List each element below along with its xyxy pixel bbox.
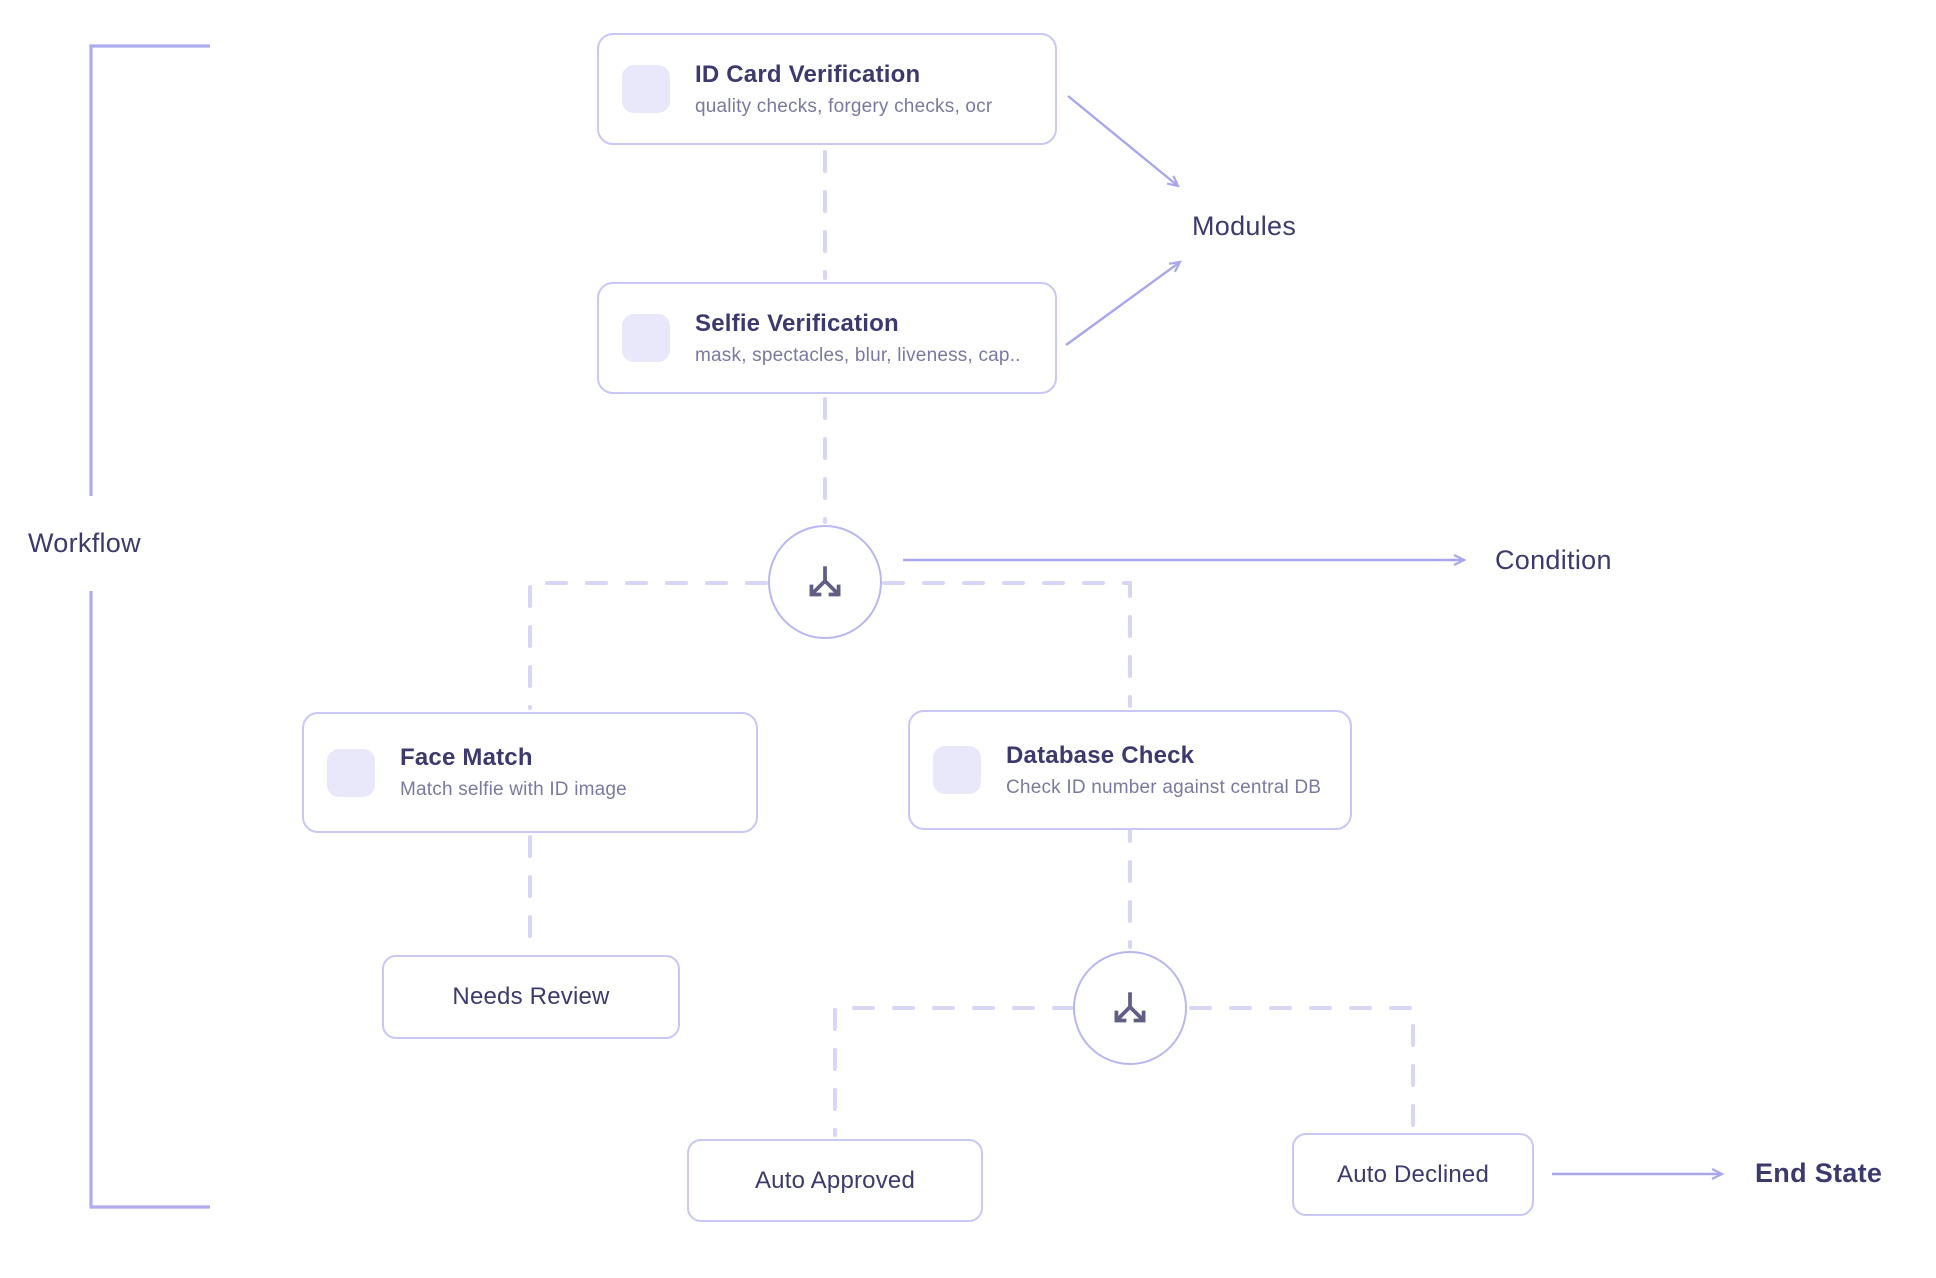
module-text: Selfie Verification mask, spectacles, bl…	[695, 310, 1021, 367]
branch-split-icon	[809, 566, 841, 597]
module-placeholder-icon	[327, 748, 375, 797]
state-label: Needs Review	[452, 983, 610, 1010]
edge-condition1-to-databasecheck	[882, 581, 1132, 708]
module-title: Selfie Verification	[695, 309, 899, 337]
module-subtitle: Check ID number against central DB	[1006, 776, 1322, 798]
condition-node-2[interactable]	[1073, 951, 1187, 1065]
state-label: Auto Declined	[1336, 1160, 1490, 1188]
module-subtitle: Match selfie with ID image	[400, 779, 627, 800]
module-subtitle: quality checks, forgery checks, ocr	[695, 95, 993, 117]
state-label: Auto Approved	[754, 1166, 916, 1194]
module-title: Face Match	[400, 744, 533, 771]
module-placeholder-icon	[933, 746, 981, 794]
annotation-arrows	[903, 95, 1725, 1180]
module-text: ID Card Verification quality checks, for…	[695, 61, 992, 118]
arrow-idcard-to-modules	[1067, 95, 1180, 188]
edge-condition2-to-autoapproved	[833, 1006, 1075, 1137]
end-state-label: End State	[1755, 1158, 1883, 1188]
edge-condition2-to-autodeclined	[1189, 1006, 1415, 1131]
condition-node-1[interactable]	[768, 525, 882, 639]
arrow-selfie-to-modules	[1065, 260, 1182, 346]
module-card-selfie-verification[interactable]: Selfie Verification mask, spectacles, bl…	[597, 282, 1057, 394]
state-node-auto-declined[interactable]: Auto Declined	[1292, 1133, 1534, 1216]
module-card-face-match[interactable]: Face Match Match selfie with ID image	[302, 712, 758, 833]
module-card-database-check[interactable]: Database Check Check ID number against c…	[908, 710, 1352, 830]
module-title: ID Card Verification	[695, 60, 921, 88]
module-title: Database Check	[1006, 741, 1195, 769]
module-placeholder-icon	[622, 314, 670, 362]
workflow-bracket	[89, 44, 210, 1209]
workflow-label: Workflow	[28, 528, 141, 558]
module-text: Database Check Check ID number against c…	[1006, 742, 1321, 799]
condition-label: Condition	[1495, 545, 1612, 575]
flow-edges	[528, 150, 1415, 1137]
branch-split-icon	[1114, 992, 1146, 1023]
module-placeholder-icon	[622, 65, 670, 113]
module-text: Face Match Match selfie with ID image	[400, 744, 627, 801]
module-card-id-card-verification[interactable]: ID Card Verification quality checks, for…	[597, 33, 1057, 145]
edge-condition1-to-facematch	[528, 581, 768, 710]
modules-label: Modules	[1192, 211, 1297, 241]
state-node-needs-review[interactable]: Needs Review	[382, 955, 680, 1039]
state-node-auto-approved[interactable]: Auto Approved	[687, 1139, 983, 1222]
module-subtitle: mask, spectacles, blur, liveness, cap..	[695, 344, 1021, 366]
